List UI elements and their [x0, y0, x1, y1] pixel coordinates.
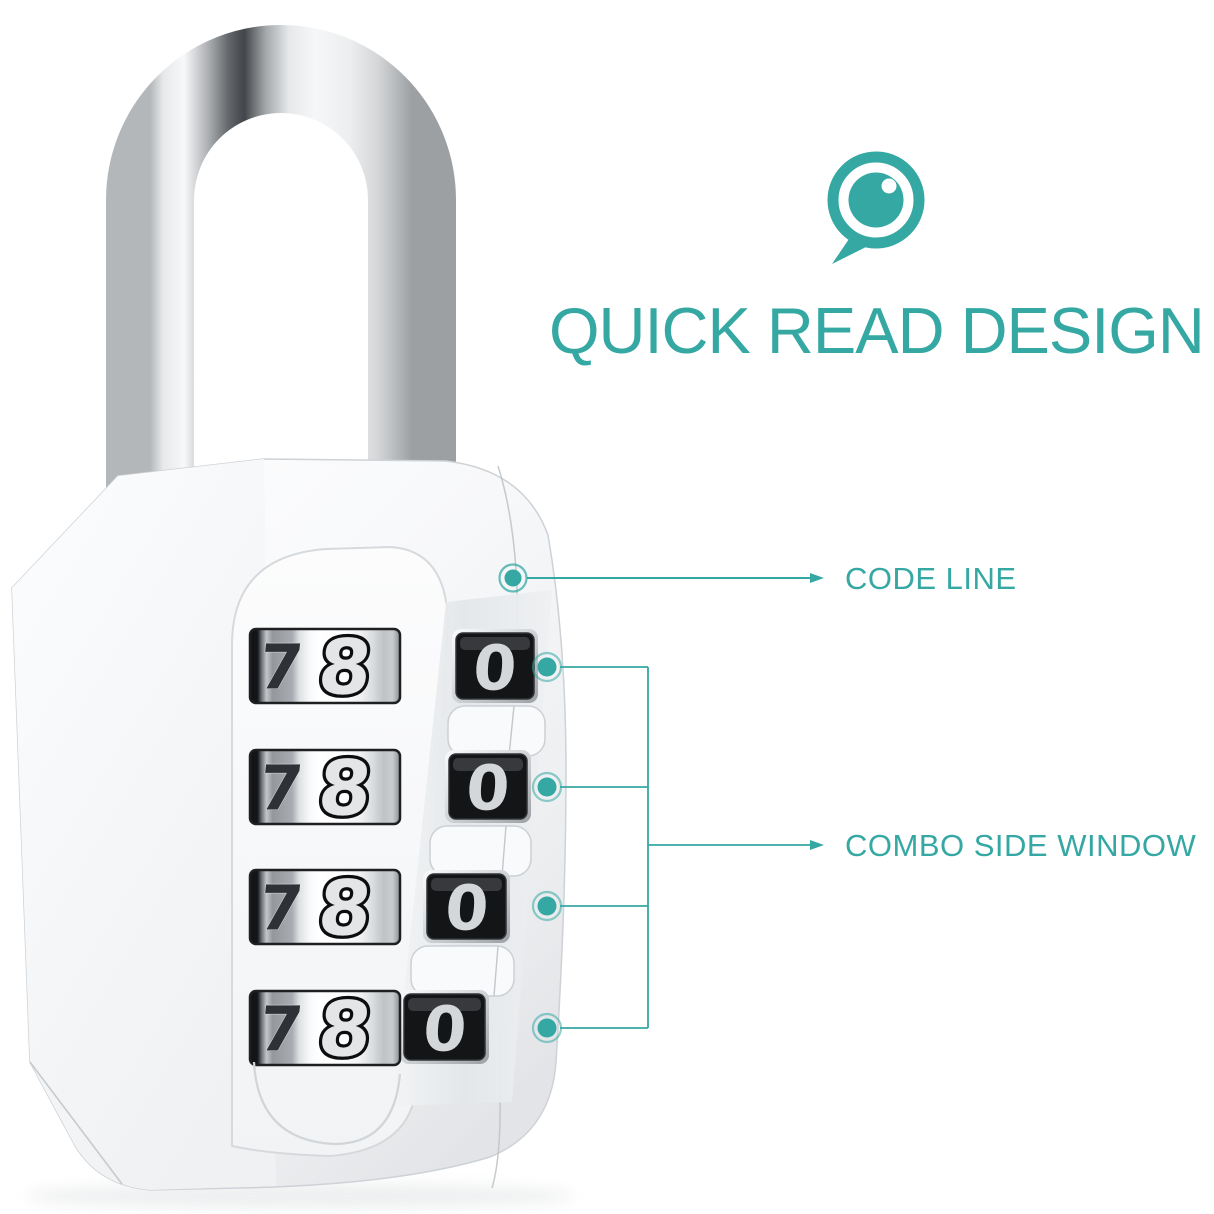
wheel-bump [429, 825, 532, 877]
combo-arrow-icon [810, 840, 824, 850]
bump-seam [493, 705, 515, 997]
left-face-plate [12, 459, 276, 1190]
icon-ring [827, 151, 925, 249]
side-window-digit: 0 [421, 993, 469, 1066]
code-line-label: CODE LINE [845, 561, 1017, 596]
combo-marker-dots [531, 651, 563, 1044]
code-line-arrow-icon [810, 573, 824, 583]
side-window: 0 [423, 870, 510, 944]
bottom-tab-seam [252, 1061, 402, 1146]
combo-side-window-label: COMBO SIDE WINDOW [845, 828, 1196, 863]
side-window: 0 [400, 990, 489, 1065]
plate-chamfer-seam [29, 1061, 123, 1185]
front-dial-side-digit: 7 [256, 872, 307, 945]
front-dial-row: 7 8 [248, 860, 402, 956]
front-dial-side-digit: 7 [256, 752, 307, 825]
front-dial-front-digit: 8 [315, 744, 376, 833]
icon-highlight [881, 178, 897, 194]
code-line-marker-ring [498, 563, 528, 593]
front-dial-front-digit: 8 [315, 864, 376, 953]
side-window: 0 [445, 750, 531, 824]
front-dial-side-digit: 7 [256, 993, 307, 1066]
side-window-digit: 0 [443, 872, 491, 945]
wheel-bump [410, 945, 515, 997]
page-title: QUICK READ DESIGN [549, 294, 1204, 367]
icon-pupil [848, 172, 904, 228]
code-line-marker-dot [504, 569, 522, 587]
wheel-bump [447, 705, 546, 757]
side-window-digit: 0 [464, 752, 512, 825]
front-dial-row: 7 8 [248, 981, 402, 1077]
combo-side-window-callout [531, 651, 824, 1044]
front-dial-row: 7 8 [248, 740, 402, 836]
shackle [106, 25, 456, 640]
front-dial-front-digit: 8 [315, 985, 376, 1074]
lens-speech-bubble-icon [827, 151, 925, 264]
front-dial-front-digit: 8 [315, 623, 376, 712]
front-dial-side-digit: 7 [256, 631, 307, 704]
code-line-callout [498, 563, 824, 593]
side-window: 0 [452, 629, 538, 704]
side-window-digit: 0 [471, 632, 519, 705]
front-dial-row: 7 8 [248, 619, 402, 715]
